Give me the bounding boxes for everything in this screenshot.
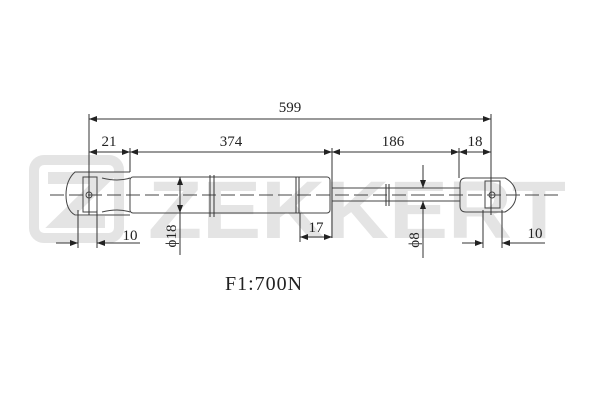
dim-right-eye-width: 10 <box>528 226 543 242</box>
dim-cylinder-diameter: ϕ18 <box>164 225 180 248</box>
cylinder <box>129 176 331 214</box>
right-end-fitting <box>459 177 517 213</box>
dim-left-eye-width: 10 <box>123 228 138 244</box>
force-label: F1:700N <box>225 273 303 295</box>
dim-rod-diameter: ϕ8 <box>407 232 423 247</box>
dim-groove-offset: 17 <box>309 220 325 236</box>
dim-cylinder-length: 374 <box>220 134 243 150</box>
left-end-fitting <box>65 171 130 216</box>
brand-watermark: ZEKKERT <box>29 155 566 256</box>
dim-rod-length: 186 <box>382 134 405 150</box>
dim-left-eye-offset: 21 <box>102 134 117 150</box>
watermark-text: ZEKKERT <box>148 165 566 256</box>
dim-overall-length: 599 <box>279 100 302 116</box>
dim-right-eye-offset: 18 <box>468 134 483 150</box>
left-eye <box>82 176 98 213</box>
right-eye <box>484 180 501 209</box>
